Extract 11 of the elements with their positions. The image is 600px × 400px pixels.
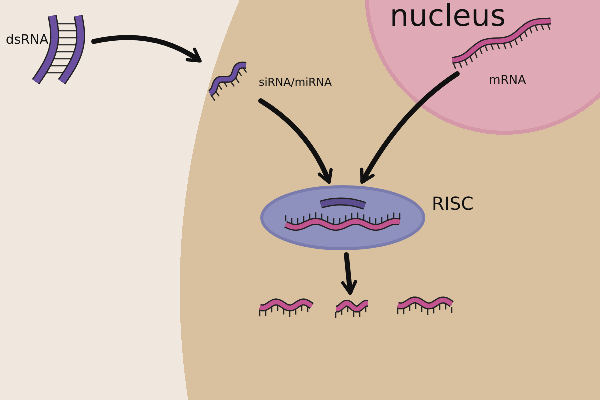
arrow <box>341 252 358 296</box>
molecule-label: siRNA/miRNA <box>259 77 332 88</box>
molecule-label: dsRNA <box>6 34 49 47</box>
risc-complex-drawing <box>260 185 426 251</box>
molecule-label: mRNA <box>489 74 526 86</box>
molecule-label: RISC <box>432 196 474 214</box>
arrow <box>92 35 202 63</box>
arrow <box>258 98 333 184</box>
arrow <box>360 72 460 184</box>
nucleus-label: nucleus <box>390 2 506 32</box>
cell-body <box>180 0 600 400</box>
